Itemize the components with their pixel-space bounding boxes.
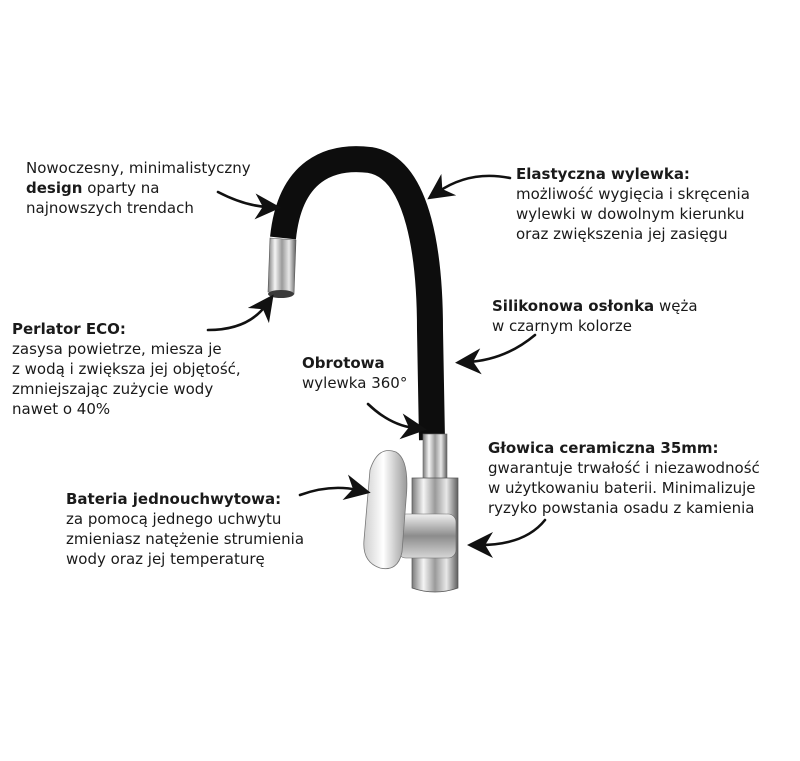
annotation-line: Silikonowa osłonka węża: [492, 296, 698, 316]
faucet-body: [397, 477, 459, 593]
curved-arrow-icon: [298, 474, 371, 500]
annotation-title: Perlator ECO:: [12, 320, 126, 338]
annotation-perlator: Perlator ECO: zasysa powietrze, miesza j…: [12, 319, 241, 419]
annotation-line: wody oraz jej temperaturę: [66, 550, 265, 568]
annotation-line: w użytkowaniu baterii. Minimalizuje: [488, 479, 756, 497]
annotation-line: ryzyko powstania osadu z kamienia: [488, 499, 755, 517]
annotation-line: wylewki w dowolnym kierunku: [516, 205, 745, 223]
aerator-head: [267, 237, 297, 298]
annotation-line: możliwość wygięcia i skręcenia: [516, 185, 750, 203]
annotation-line: z wodą i zwiększa jej objętość,: [12, 360, 241, 378]
annotation-bateria: Bateria jednouchwytowa: za pomocą jedneg…: [66, 489, 304, 569]
annotation-obrotowa: Obrotowa wylewka 360°: [302, 353, 407, 393]
annotation-line: najnowszych trendach: [26, 199, 194, 217]
annotation-line: oraz zwiększenia jej zasięgu: [516, 225, 728, 243]
annotation-line: za pomocą jednego uchwytu: [66, 510, 282, 528]
annotation-text: oparty na: [87, 179, 160, 197]
annotation-line: design oparty na: [26, 178, 251, 198]
spout-collar: [422, 433, 448, 485]
annotation-text: węża: [658, 297, 698, 315]
annotation-title: Obrotowa: [302, 354, 385, 372]
annotation-bold: design: [26, 179, 83, 197]
annotation-line: zmniejszając zużycie wody: [12, 380, 214, 398]
annotation-line: w czarnym kolorze: [492, 317, 632, 335]
curved-arrow-icon: [455, 333, 537, 375]
annotation-design: Nowoczesny, minimalistyczny design opart…: [26, 158, 251, 218]
annotation-line: wylewka 360°: [302, 374, 408, 392]
annotation-silikonowa: Silikonowa osłonka węża w czarnym kolorz…: [492, 296, 698, 336]
annotation-title: Bateria jednouchwytowa:: [66, 490, 282, 508]
annotation-line: nawet o 40%: [12, 400, 111, 418]
annotation-glowica: Głowica ceramiczna 35mm: gwarantuje trwa…: [488, 438, 760, 518]
annotation-title: Głowica ceramiczna 35mm:: [488, 439, 719, 457]
curved-arrow-icon: [467, 518, 547, 558]
curved-arrow-icon: [216, 190, 281, 220]
annotation-title: Silikonowa osłonka: [492, 297, 655, 315]
annotation-line: Nowoczesny, minimalistyczny: [26, 159, 251, 177]
annotation-line: zasysa powietrze, miesza je: [12, 340, 222, 358]
curved-arrow-icon: [206, 294, 274, 332]
annotation-title: Elastyczna wylewka:: [516, 165, 690, 183]
annotation-elastyczna: Elastyczna wylewka: możliwość wygięcia i…: [516, 164, 750, 244]
annotation-line: gwarantuje trwałość i niezawodność: [488, 459, 760, 477]
flexible-hose: [270, 146, 445, 441]
curved-arrow-icon: [427, 173, 512, 200]
curved-arrow-icon: [366, 402, 427, 440]
lever-handle: [363, 450, 408, 570]
annotation-line: zmieniasz natężenie strumienia: [66, 530, 305, 548]
